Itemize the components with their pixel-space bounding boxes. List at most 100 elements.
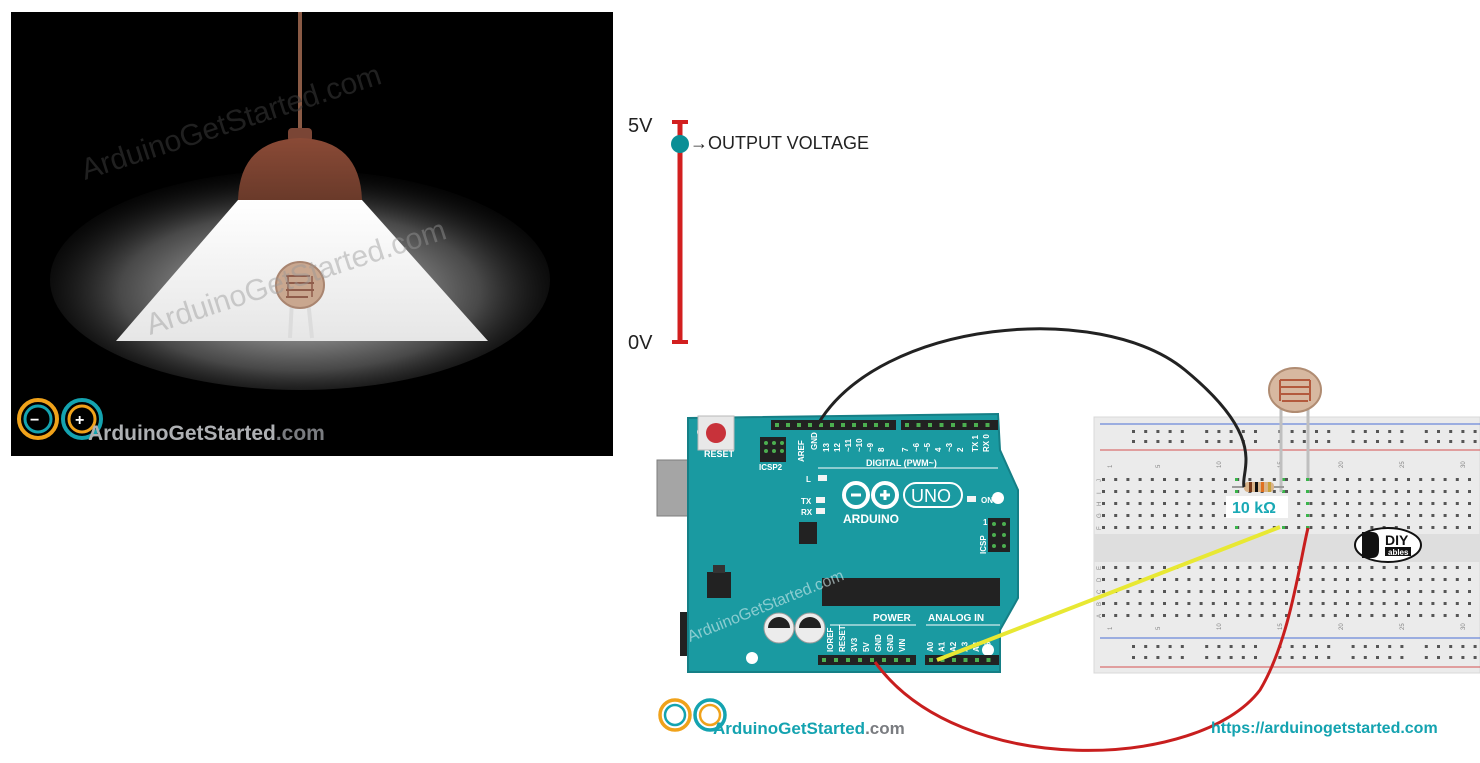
infinity-logo-icon: − +	[17, 398, 103, 440]
breadboard-row-letter: A	[1097, 614, 1103, 618]
voltage-gauge: 5V 0V →OUTPUT VOLTAGE	[628, 115, 869, 354]
digital-pin-label: ~6	[912, 442, 921, 452]
photoresistor	[1268, 367, 1322, 492]
gauge-top-label: 5V	[628, 115, 653, 137]
breadboard-column-number: 30	[1461, 623, 1467, 630]
tx-led-label: TX	[801, 497, 812, 506]
digital-pin-label: 2	[956, 447, 965, 452]
resistor-10k: 10 kΩ	[1226, 482, 1288, 518]
svg-text:−: −	[30, 412, 39, 429]
power-label: POWER	[873, 613, 912, 624]
icsp2-label: ICSP2	[759, 463, 783, 472]
power-pin-label: GND	[874, 634, 883, 652]
signal-wire	[936, 525, 1281, 662]
footer-url[interactable]: https://arduinogetstarted.com	[1211, 720, 1438, 737]
digital-pwm-label: DIGITAL (PWM~)	[866, 458, 937, 468]
breadboard-row-letter: G	[1097, 513, 1103, 518]
digital-pin-label: ~10	[855, 438, 864, 452]
power-pin-label: IOREF	[826, 627, 835, 652]
breadboard-row-letters: J I H G F E D C B A	[1097, 479, 1103, 618]
lamp-scene: ArduinoGetStarted.com ArduinoGetStarted.…	[11, 12, 613, 456]
breadboard-column-number: 20	[1339, 461, 1345, 468]
aref-label: AREF	[797, 440, 806, 462]
digital-pin-label: 4	[934, 447, 943, 452]
diyables-logo: DIY ables	[1354, 527, 1422, 563]
output-voltage-label: →OUTPUT VOLTAGE	[690, 133, 869, 153]
diy-logo-top: DIY	[1385, 532, 1409, 548]
icsp-label: ICSP	[979, 535, 988, 554]
digital-pin-label: ~3	[945, 442, 954, 452]
digital-pin-label: ~11	[844, 438, 853, 452]
arduino-brand: ARDUINO	[843, 512, 899, 526]
analog-pin-label: A1	[938, 641, 947, 652]
lamp-logo-suffix: .com	[276, 422, 325, 445]
on-led-label: ON	[981, 496, 993, 505]
breadboard-column-number: 10	[1217, 623, 1223, 630]
reset-button	[706, 423, 726, 443]
power-pin-label: 5V	[862, 642, 871, 652]
breadboard-column-number: 1	[1108, 464, 1114, 468]
analog-pin-label: A0	[926, 641, 935, 652]
footer-logo: ArduinoGetStarted.com	[658, 698, 905, 738]
svg-text:ArduinoGetStarted.com: ArduinoGetStarted.com	[713, 719, 905, 738]
microcontroller-chip	[822, 578, 1000, 606]
power-pin-label: GND	[886, 634, 895, 652]
digital-pin-label: TX 1	[971, 435, 980, 452]
breadboard-row-letter: F	[1097, 526, 1103, 530]
gauge-bottom-label: 0V	[628, 332, 653, 354]
arduino-logo-icon	[842, 481, 899, 509]
breadboard-column-number: 25	[1400, 461, 1406, 468]
breadboard-column-number: 15	[1278, 623, 1284, 630]
breadboard-column-number: 1	[1108, 626, 1114, 630]
footer-logo-brand: ArduinoGetStarted	[713, 719, 865, 738]
ldr-sensor-illustration	[275, 261, 325, 339]
digital-pin-label: ~5	[923, 442, 932, 452]
gnd-label: GND	[810, 432, 819, 450]
svg-text:ArduinoGetStarted.com: ArduinoGetStarted.com	[88, 422, 325, 445]
breadboard-holes	[1102, 430, 1477, 659]
analog-in-label: ANALOG IN	[928, 613, 984, 624]
icsp-pin1-label: 1	[983, 518, 988, 527]
lamp-logo-brand: ArduinoGetStarted	[88, 422, 276, 445]
digital-pin-label: 13	[822, 443, 831, 452]
footer-infinity-logo-icon	[658, 698, 727, 732]
breadboard-column-number: 30	[1461, 461, 1467, 468]
digital-pin-label: 7	[901, 447, 910, 452]
analog-pin-label: A2	[949, 641, 958, 652]
footer-logo-suffix: .com	[865, 719, 905, 738]
arduino-model: UNO	[911, 486, 951, 506]
svg-text:+: +	[75, 412, 84, 429]
lamp-shade	[238, 138, 362, 200]
breadboard-column-number: 5	[1156, 464, 1162, 468]
breadboard-column-number: 20	[1339, 623, 1345, 630]
diy-logo-bottom: ables	[1388, 548, 1409, 557]
breadboard-row-letter: I	[1097, 492, 1103, 494]
breadboard-row-letter: E	[1097, 566, 1103, 570]
gnd-wire	[816, 327, 1248, 488]
digital-pin-label: 8	[877, 447, 886, 452]
digital-pin-label: RX 0	[982, 434, 991, 452]
resistor-value-label: 10 kΩ	[1232, 500, 1276, 517]
digital-pin-label: ~9	[866, 442, 875, 452]
breadboard-column-number: 10	[1217, 461, 1223, 468]
breadboard-row-letter: D	[1097, 577, 1103, 582]
breadboard-column-number: 5	[1156, 626, 1162, 630]
lamp-scene-logo: − + ArduinoGetStarted.com	[17, 398, 325, 445]
breadboard-row-letter: B	[1097, 602, 1103, 606]
breadboard-row-letter: C	[1097, 589, 1103, 594]
analog-pin-label: A3	[961, 641, 970, 652]
digital-pin-label: 12	[833, 443, 842, 452]
power-pin-label: RESET	[838, 625, 847, 652]
breadboard-row-letter: H	[1097, 502, 1103, 506]
power-pin-label: VIN	[898, 638, 907, 652]
l-led-label: L	[806, 475, 811, 484]
wires	[816, 327, 1310, 752]
power-pin-label: 3V3	[850, 637, 859, 652]
reset-label: RESET	[704, 449, 735, 459]
analog-pin-label: A5	[984, 641, 993, 652]
breadboard-row-letter: J	[1097, 479, 1103, 482]
rx-led-label: RX	[801, 508, 813, 517]
